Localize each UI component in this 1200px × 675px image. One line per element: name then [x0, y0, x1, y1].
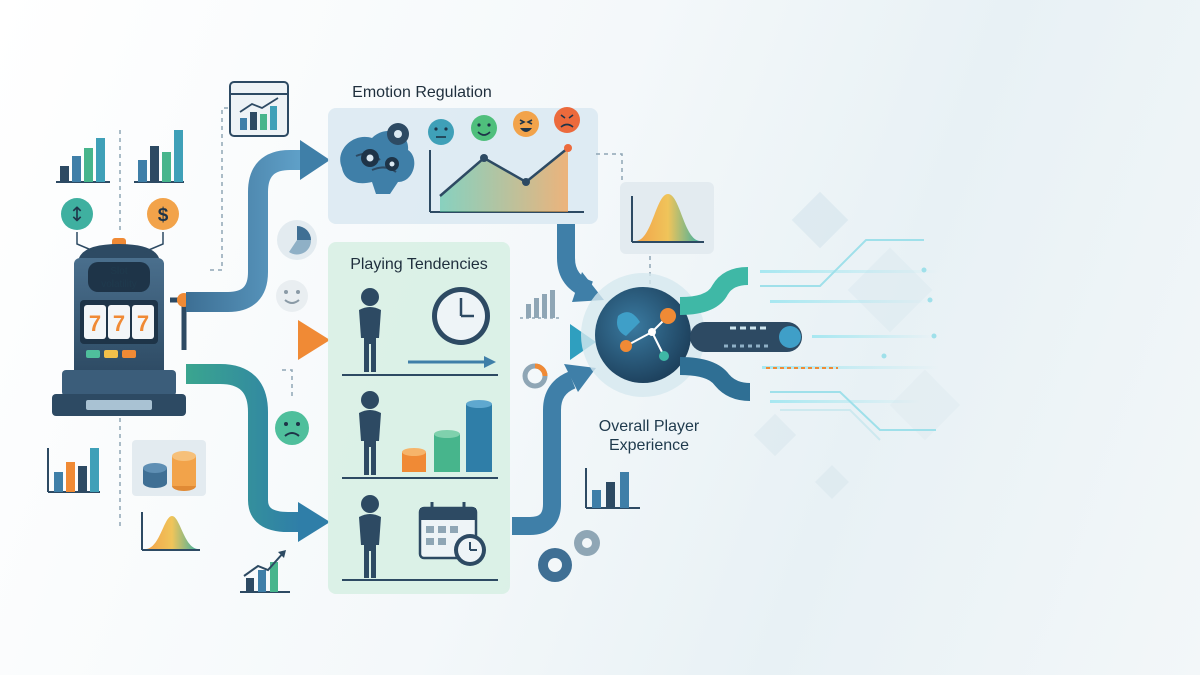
trend-chart-icon — [240, 550, 290, 593]
bar-chart-icon — [47, 448, 100, 493]
angry-face-icon — [554, 107, 580, 133]
reel-3: 7 — [137, 311, 149, 336]
browser-chart-icon — [229, 81, 289, 137]
happy-face-icon — [471, 115, 497, 141]
volatility-icon: ↕ — [61, 198, 93, 230]
coin-stacks-icon — [402, 400, 492, 472]
outcome-title-line2: Experience — [609, 437, 689, 454]
volatility-symbol: ↕ — [69, 202, 86, 226]
sad-face-icon — [275, 411, 309, 445]
arrow-bottom-to-outcome — [512, 371, 576, 535]
bell-curve-card — [620, 182, 714, 254]
smile-face-icon — [276, 280, 308, 312]
bell-curve-icon — [141, 512, 200, 551]
arrow-to-bottom — [186, 364, 300, 532]
person-icon — [359, 495, 381, 578]
clock-icon — [432, 287, 490, 345]
person-icon — [359, 288, 381, 372]
dashed-connector — [210, 107, 232, 271]
slot-sign-line2: volatility — [101, 279, 137, 290]
slot-machine: Slot volatility 7 7 7 — [52, 238, 191, 416]
person-icon — [359, 391, 381, 475]
coin-stack-card — [132, 440, 206, 496]
coin-icon: $ — [147, 198, 179, 230]
bar-chart-icon — [134, 130, 184, 183]
output-streams — [679, 239, 940, 441]
brain-gear-icon — [340, 123, 415, 194]
dashed-connector — [282, 369, 293, 396]
bar-chart-icon — [585, 468, 640, 509]
emotion-panel-title: Emotion Regulation — [352, 84, 492, 101]
tendencies-panel: Playing Tendencies — [328, 242, 510, 594]
pie-chart-icon — [277, 220, 317, 260]
bar-chart-icon — [520, 290, 560, 319]
donut-chart-icon — [522, 363, 548, 389]
bar-chart-icon — [56, 138, 110, 183]
outcome-title-line1: Overall Player — [599, 418, 700, 435]
gears-icon — [538, 530, 600, 582]
dashed-connector — [596, 153, 623, 180]
slot-sign-line1: Slot — [110, 266, 127, 277]
slot-sign — [88, 262, 150, 292]
reel-1: 7 — [89, 311, 101, 336]
coin-symbol: $ — [158, 205, 169, 226]
tendencies-panel-title: Playing Tendencies — [350, 256, 488, 273]
duration-arrow-icon — [408, 356, 496, 368]
outcome-orb — [581, 273, 705, 397]
emotion-trend-chart — [429, 144, 584, 213]
excited-face-icon — [513, 111, 539, 137]
reel-2: 7 — [113, 311, 125, 336]
emotion-panel — [328, 107, 598, 224]
neutral-face-icon — [428, 119, 454, 145]
calendar-clock-icon — [418, 502, 486, 566]
arrow-to-emotion — [186, 150, 300, 312]
